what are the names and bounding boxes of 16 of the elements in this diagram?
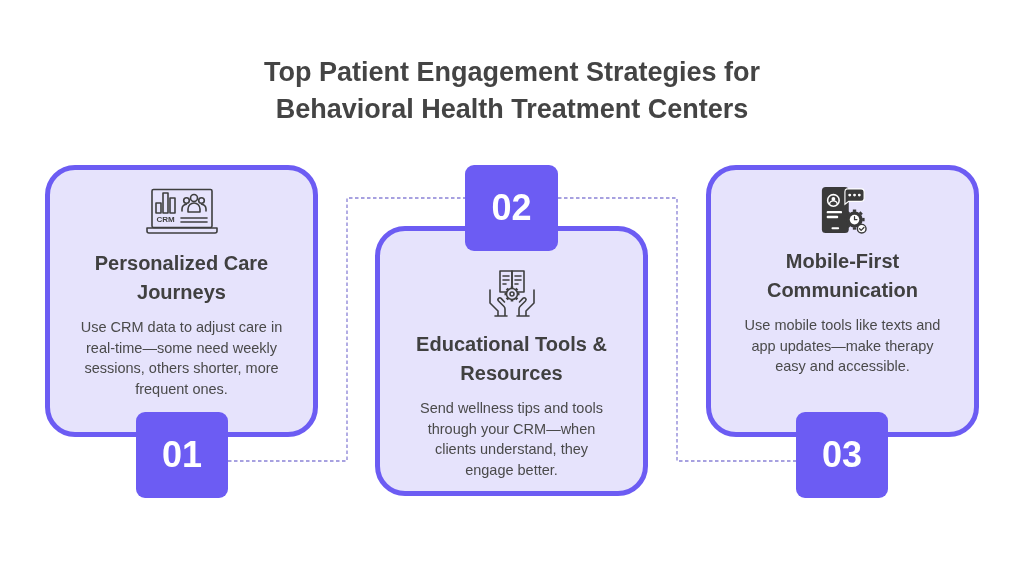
card-heading: Educational Tools & Resources <box>415 332 608 386</box>
card-heading: Mobile-First Communication <box>765 249 920 303</box>
dashed-connector <box>227 197 466 462</box>
step-card <box>45 165 318 437</box>
step-number: 01 <box>136 412 228 498</box>
card-description: Use CRM data to adjust care in real-time—some need weekly sessions, others shorter, more frequent ones. <box>79 318 284 399</box>
card-description: Use mobile tools like texts and app updates—make therapy easy and accessible. <box>743 316 942 376</box>
card-heading: Personalized Care Journeys <box>93 251 270 305</box>
dashed-connector <box>557 197 797 462</box>
icon-label: CRM <box>155 215 176 224</box>
step-number: 03 <box>796 412 888 498</box>
step-card <box>706 165 979 437</box>
diagram-title: Top Patient Engagement Strategies for Behavioral Health Treatment Centers <box>262 56 762 126</box>
step-card <box>375 226 648 496</box>
card-description: Send wellness tips and tools through your CRM—when clients understand, they engage better. <box>419 399 604 480</box>
step-number: 02 <box>465 165 558 251</box>
